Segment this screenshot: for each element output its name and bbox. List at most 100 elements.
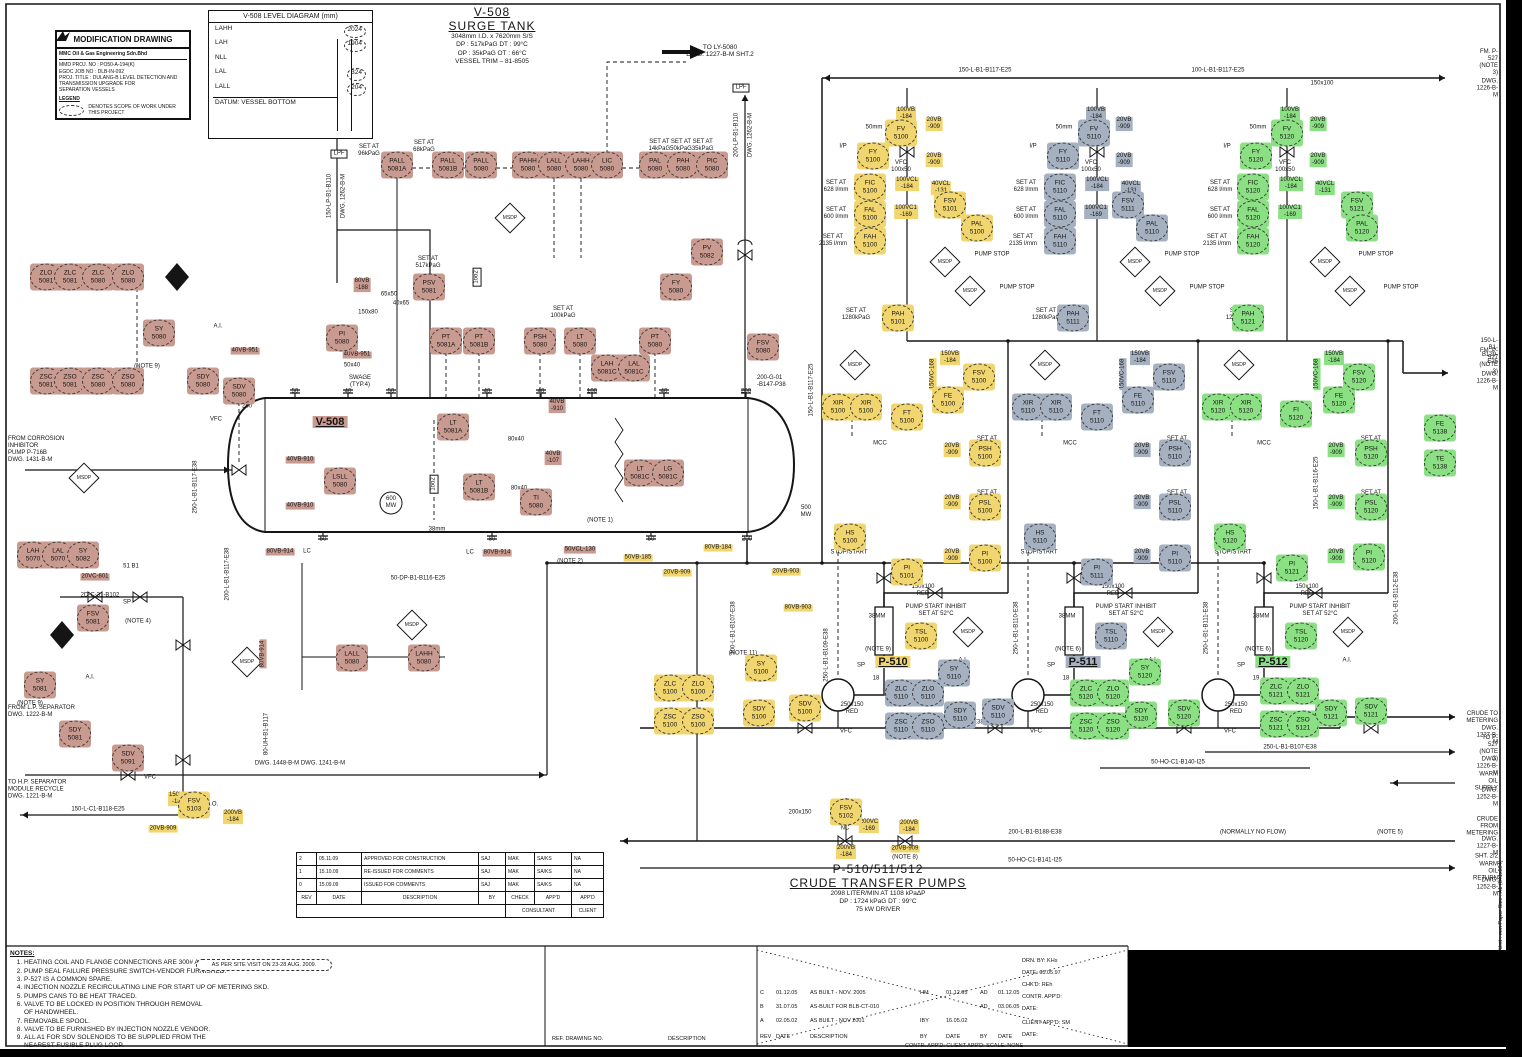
text-label: SET AT 600 l/mm [1013, 207, 1039, 220]
rev-footer-cell: DESCRIPTION [810, 1034, 848, 1040]
text-label: 50-HO-C1-B140-I25 [1151, 759, 1205, 766]
text-label: SWAGE (TYP.4) [348, 375, 372, 388]
text-label: DWG. 1226-B-M [1476, 78, 1498, 99]
text-label: 65x50 [380, 291, 398, 298]
text-label: 40VB-951 [342, 351, 372, 359]
text-label: 50 [319, 536, 327, 543]
pump-label-p-511: P-511 [1065, 656, 1101, 668]
text-label: SET AT SET AT SET AT 14kPaG50kPaG35kPaG [648, 139, 714, 152]
text-label: FROM L.P. SEPARATOR DWG. 1222-B-M [8, 705, 75, 718]
text-label: PUMP STOP [1189, 284, 1225, 291]
text-label: 300-L-B1-B107-E38 [730, 601, 737, 655]
text-label: SET AT 628 l/mm [823, 180, 849, 193]
text-label: 100VB -184 [1279, 107, 1301, 121]
info-date1: DATE: 05.05.97 [1022, 970, 1061, 976]
text-label: 200-LP-B1-B110 [733, 112, 740, 158]
text-label: 40VB -107 [544, 451, 562, 465]
text-label: DWG. 1227-B-M [1476, 725, 1498, 746]
text-label: MCC [1063, 440, 1077, 447]
text-label: 40x65 [392, 300, 410, 307]
text-label: VFC [1224, 728, 1236, 735]
text-label: 200-L-B1-B188-E38 [1008, 829, 1062, 836]
text-label: NC [840, 825, 850, 832]
text-label: STOP/START [1020, 549, 1058, 556]
info-client: CLIENT APP'D: SM [1022, 1020, 1071, 1026]
modification-title: MODIFICATION DRAWING [55, 30, 191, 49]
pump-title-block: P-510/511/512 CRUDE TRANSFER PUMPS 2098 … [758, 862, 998, 914]
text-label: 200VB -184 [222, 810, 244, 824]
text-label: 20VC-801 [80, 573, 110, 581]
text-label: 20VB-909 [662, 569, 692, 577]
text-label: 20VB -909 [1327, 443, 1345, 457]
text-label: 50mm [1055, 124, 1073, 131]
rev-row-cell: 31.07.05 [776, 1004, 798, 1010]
vessel-tag-label: V-508 [312, 416, 348, 428]
text-label: 40VB-910 [285, 502, 315, 510]
text-label: 20VB -909 [1115, 153, 1133, 167]
text-label: 80VB-903 [783, 604, 813, 612]
text-label: FROM CORROSION INHIBITOR PUMP P-716B DWG… [8, 436, 65, 463]
text-label: TO H.P. SEPARATOR MODULE RECYCLE DWG. 12… [8, 779, 67, 800]
text-label: 51 B1 [123, 563, 139, 570]
text-label: SET AT 2135 l/mm [1202, 234, 1232, 247]
rev-row-cell: C [760, 990, 764, 996]
site-visit-stamp: AS PER SITE VISIT ON 23-28 AUG. 2009. [196, 959, 332, 971]
vessel-name: SURGE TANK [448, 19, 536, 33]
text-label: CRUDE FROM METERING [1466, 816, 1499, 837]
text-label: 38MM [1058, 613, 1076, 620]
text-label: 200VC -169 [858, 819, 880, 833]
text-label: DWG. 1227-B-M [1476, 836, 1498, 857]
text-label: 38MM [1252, 613, 1270, 620]
text-label: I/P [1029, 143, 1037, 150]
text-label: 50VB-185 [623, 554, 653, 562]
text-label: 20VB -909 [925, 153, 943, 167]
text-label: 80x40 [510, 485, 528, 492]
ref-drawing-heading: REF. DRAWING NO. [552, 1036, 604, 1042]
text-label: 2D-C-31-B102 [80, 592, 120, 599]
rev-row-cell: 01.12.05 [946, 990, 968, 996]
text-label: STOP/START [830, 549, 868, 556]
text-label: 250-L-B1-B110-E38 [1013, 601, 1020, 655]
text-label: 150x100 RED [1101, 584, 1125, 597]
text-label: 50mm [1249, 124, 1267, 131]
rev-row-cell: 03.06.05 [998, 1004, 1020, 1010]
text-label: 150VC-168 [929, 357, 937, 391]
rev-row-cell: 01.12.05 [998, 990, 1020, 996]
rev-footer-cell: DATE [946, 1034, 961, 1040]
modification-drawing-block: MODIFICATION DRAWING MMC Oil & Gas Engin… [55, 30, 191, 121]
text-label: VFC [1030, 728, 1042, 735]
text-label: SP [856, 662, 866, 669]
text-label: 200 [740, 388, 752, 395]
text-label: VFC [840, 728, 852, 735]
text-label: 250x150 RED [1030, 702, 1054, 715]
